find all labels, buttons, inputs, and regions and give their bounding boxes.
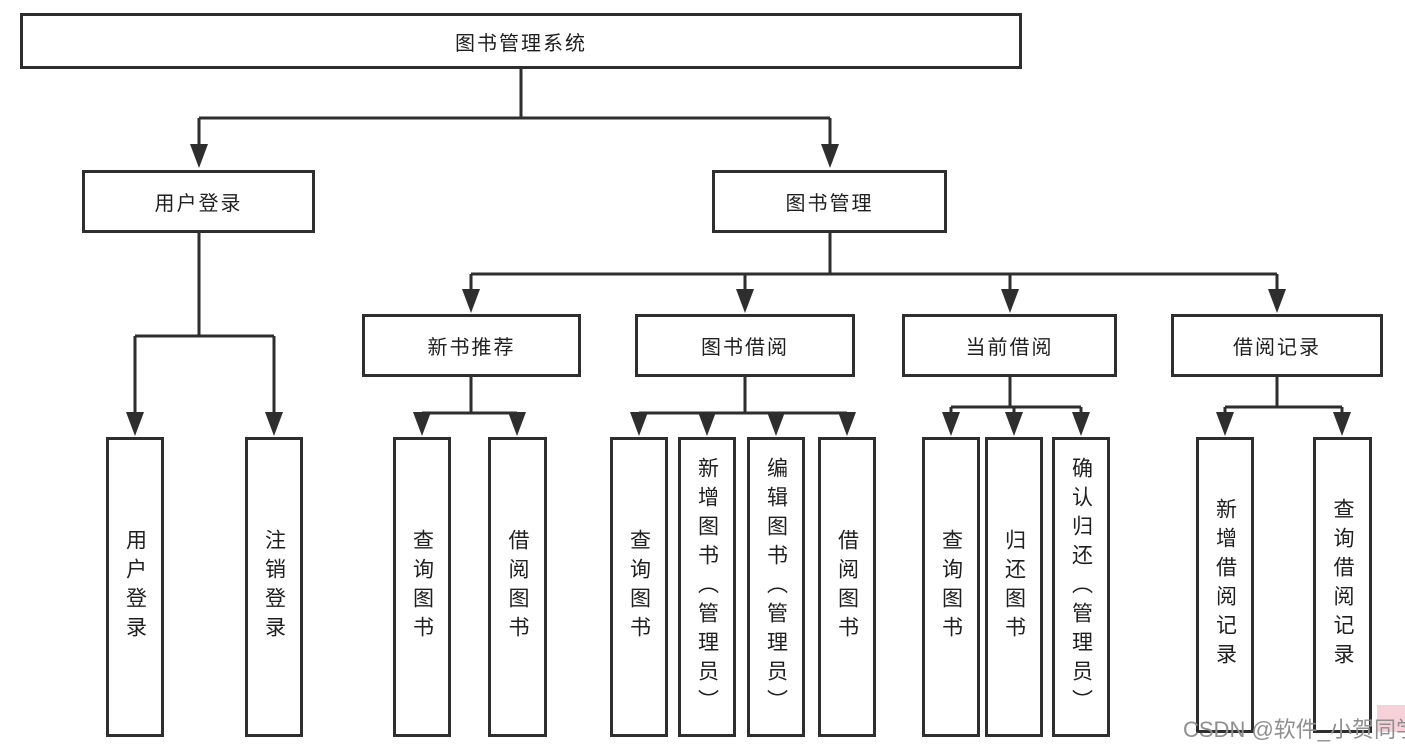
node-current-borrowing: 当前借阅 xyxy=(902,314,1117,377)
leaf-borrow-books-recommend: 借阅图书 xyxy=(488,437,547,737)
leaf-query-books-current: 查询图书 xyxy=(922,437,980,737)
leaf-user-login: 用户登录 xyxy=(106,437,164,737)
leaf-return-books: 归还图书 xyxy=(985,437,1043,737)
node-library-management-system: 图书管理系统 xyxy=(20,13,1022,69)
leaf-query-borrow-record: 查询借阅记录 xyxy=(1313,437,1372,733)
node-borrow-records: 借阅记录 xyxy=(1171,314,1383,377)
leaf-confirm-return-admin: 确认归还（管理员） xyxy=(1052,437,1110,737)
leaf-query-books-recommend: 查询图书 xyxy=(393,437,451,737)
node-user-login: 用户登录 xyxy=(82,170,315,233)
leaf-query-books-borrowing: 查询图书 xyxy=(610,437,668,737)
node-book-management: 图书管理 xyxy=(712,170,947,233)
leaf-edit-books-admin: 编辑图书（管理员） xyxy=(747,437,805,737)
node-new-book-recommend: 新书推荐 xyxy=(362,314,581,377)
watermark-accent xyxy=(1377,705,1405,732)
leaf-logout: 注销登录 xyxy=(245,437,303,737)
leaf-borrow-books: 借阅图书 xyxy=(818,437,876,737)
leaf-add-books-admin: 新增图书（管理员） xyxy=(678,437,736,737)
watermark: CSDN @软件_小贺同学 xyxy=(1183,717,1405,742)
node-book-borrowing: 图书借阅 xyxy=(635,314,855,377)
leaf-add-borrow-record: 新增借阅记录 xyxy=(1196,437,1254,733)
